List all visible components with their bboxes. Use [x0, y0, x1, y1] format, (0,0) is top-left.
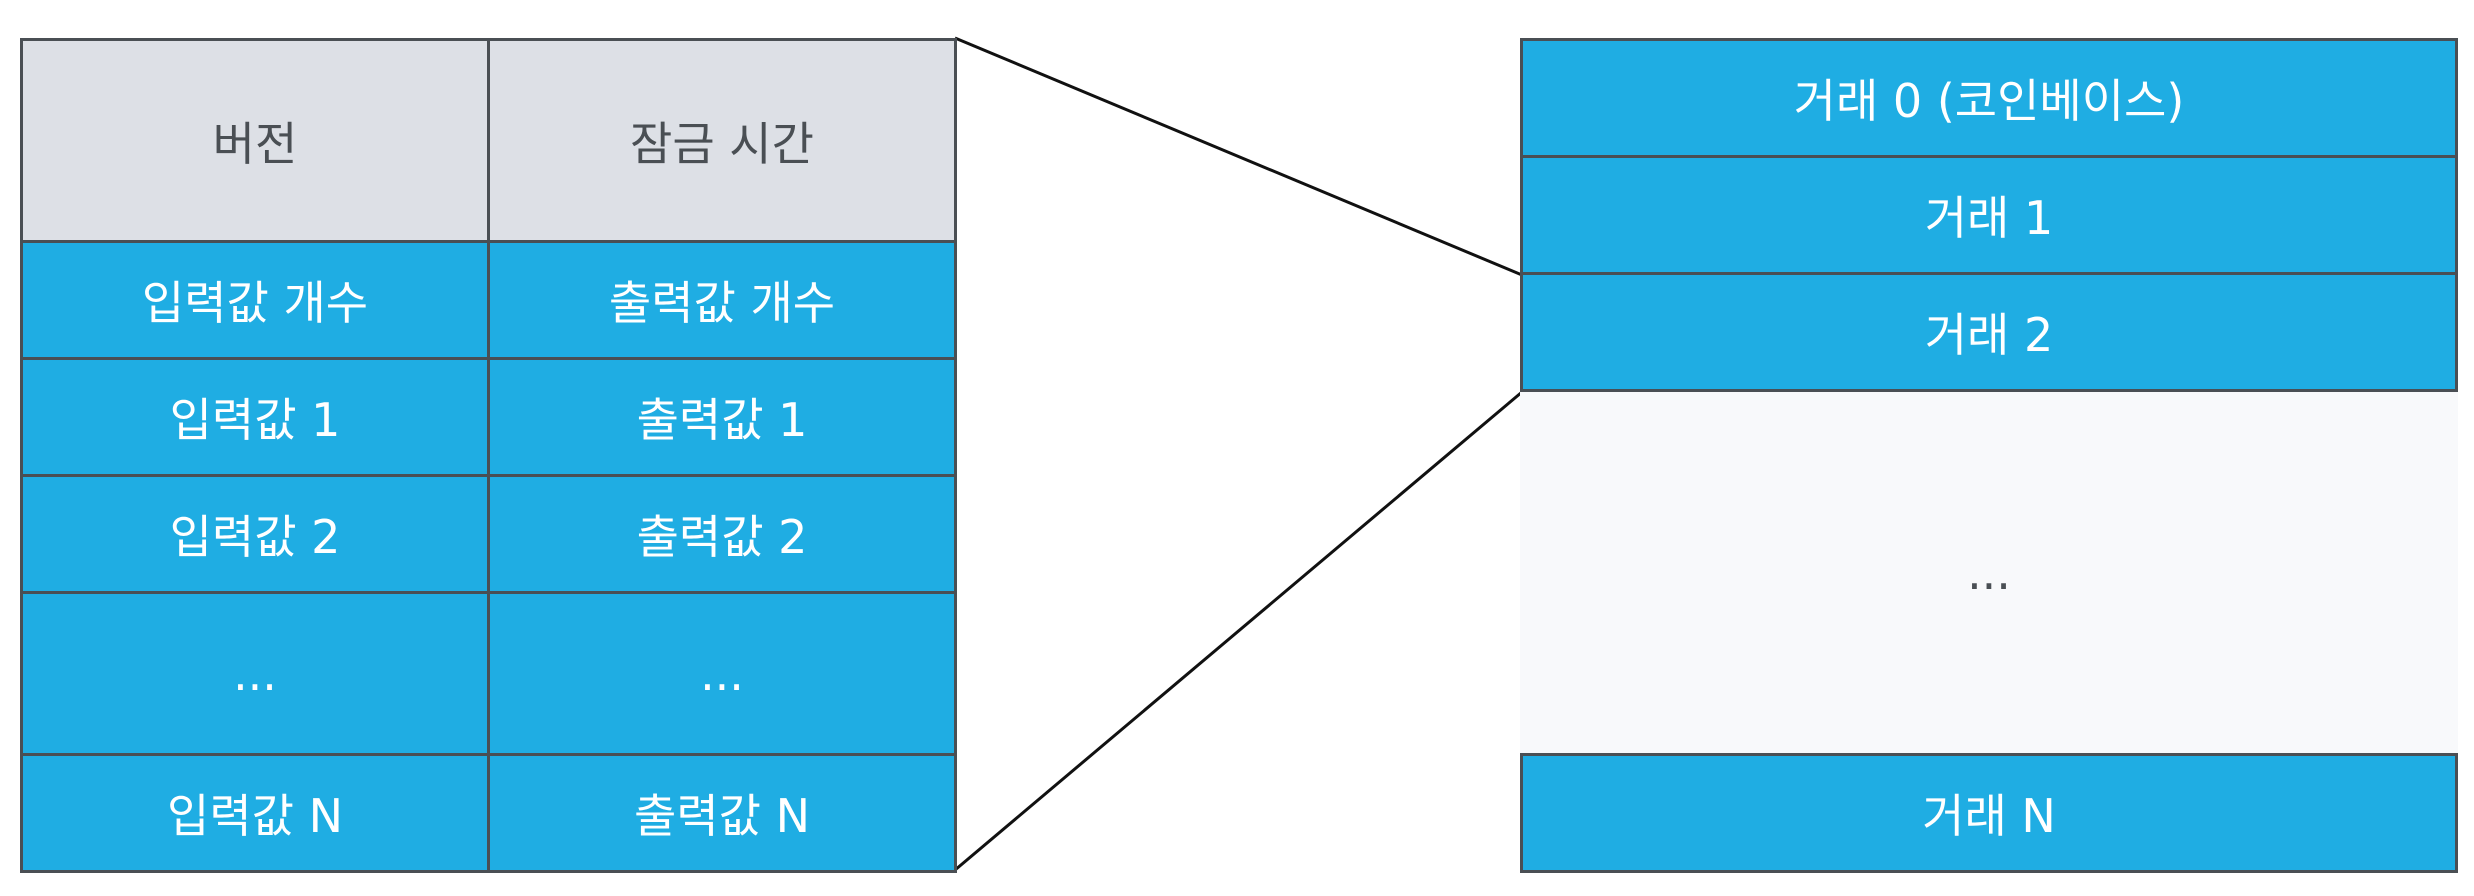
input-count-cell: 입력값 개수 — [20, 240, 490, 360]
connector-top — [954, 36, 1523, 277]
locktime-cell: 잠금 시간 — [487, 38, 957, 243]
connector-bottom — [954, 390, 1523, 872]
input-cell: 입력값 2 — [20, 474, 490, 594]
output-cell: 출력값 N — [487, 753, 957, 873]
output-ellipsis-cell: ... — [487, 591, 957, 756]
transaction-cell: 거래 2 — [1520, 272, 2458, 392]
transaction-cell: 거래 1 — [1520, 155, 2458, 275]
input-cell: 입력값 N — [20, 753, 490, 873]
transaction-ellipsis-cell: ... — [1520, 392, 2458, 754]
coinbase-transaction-cell: 거래 0 (코인베이스) — [1520, 38, 2458, 158]
output-cell: 출력값 2 — [487, 474, 957, 594]
input-ellipsis-cell: ... — [20, 591, 490, 756]
version-cell: 버전 — [20, 38, 490, 243]
input-cell: 입력값 1 — [20, 357, 490, 477]
transaction-cell: 거래 N — [1520, 753, 2458, 873]
output-cell: 출력값 1 — [487, 357, 957, 477]
output-count-cell: 출력값 개수 — [487, 240, 957, 360]
